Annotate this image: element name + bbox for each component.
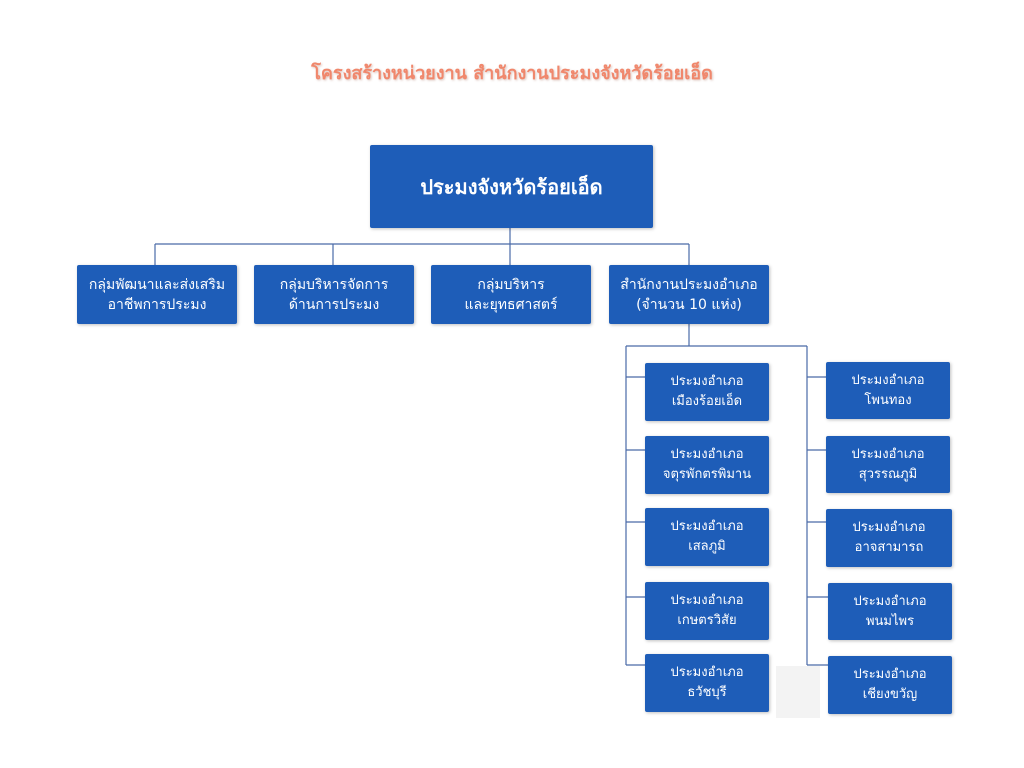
district-node: ประมงอำเภอ ธวัชบุรี [645, 654, 769, 712]
district-label-line2: อาจสามารถ [854, 540, 924, 555]
district-label-line1: ประมงอำเภอ [851, 446, 925, 462]
district-label-line1: ประมงอำเภอ [670, 374, 744, 389]
district-node: ประมงอำเภอ เสลภูมิ [645, 508, 769, 566]
group-label-line2: อาชีพการประมง [107, 296, 207, 313]
district-label-line2: เมืองร้อยเอ็ด [671, 394, 743, 409]
group-label-line2: และยุทธศาสตร์ [464, 296, 558, 313]
district-node: ประมงอำเภอ สุวรรณภูมิ [826, 436, 950, 493]
district-node: ประมงอำเภอ เชียงขวัญ [828, 656, 952, 714]
district-label-line1: ประมงอำเภอ [670, 519, 744, 534]
group-node-district-offices: สำนักงานประมงอำเภอ (จำนวน 10 แห่ง) [609, 265, 769, 324]
district-label-line1: ประมงอำเภอ [670, 665, 744, 680]
group-node-strategy: กลุ่มบริหาร และยุทธศาสตร์ [431, 265, 591, 324]
group-node-development: กลุ่มพัฒนาและส่งเสริม อาชีพการประมง [77, 265, 237, 324]
district-label-line2: เกษตรวิสัย [677, 613, 737, 628]
blank-placeholder [776, 666, 820, 718]
district-label-line2: ธวัชบุรี [687, 685, 727, 700]
group-node-management: กลุ่มบริหารจัดการ ด้านการประมง [254, 265, 414, 324]
district-label-line1: ประมงอำเภอ [852, 520, 926, 535]
district-node: ประมงอำเภอ จตุรพักตรพิมาน [645, 436, 769, 494]
group-label-line2: ด้านการประมง [288, 296, 380, 313]
district-node: ประมงอำเภอ เมืองร้อยเอ็ด [645, 363, 769, 421]
page-title: โครงสร้างหน่วยงาน สำนักงานประมงจังหวัดร้… [311, 63, 713, 84]
root-label: ประมงจังหวัดร้อยเอ็ด [420, 174, 603, 199]
district-label-line2: จตุรพักตรพิมาน [662, 467, 752, 482]
group-label-line2: (จำนวน 10 แห่ง) [636, 296, 742, 313]
district-node: ประมงอำเภอ อาจสามารถ [826, 509, 952, 567]
group-label-line1: กลุ่มบริหารจัดการ [279, 276, 389, 293]
district-label-line2: โพนทอง [864, 392, 912, 408]
district-node: ประมงอำเภอ พนมไพร [828, 583, 952, 640]
district-node: ประมงอำเภอ เกษตรวิสัย [645, 582, 769, 640]
district-label-line1: ประมงอำเภอ [670, 593, 744, 608]
district-label-line1: ประมงอำเภอ [853, 667, 927, 682]
group-label-line1: กลุ่มบริหาร [477, 276, 545, 293]
district-label-line1: ประมงอำเภอ [853, 593, 927, 609]
group-label-line1: กลุ่มพัฒนาและส่งเสริม [88, 276, 226, 293]
district-label-line2: สุวรรณภูมิ [858, 466, 918, 482]
district-label-line2: เชียงขวัญ [862, 687, 918, 702]
root-node: ประมงจังหวัดร้อยเอ็ด [370, 145, 653, 228]
district-label-line2: เสลภูมิ [688, 539, 726, 554]
district-label-line1: ประมงอำเภอ [670, 447, 744, 462]
district-label-line1: ประมงอำเภอ [851, 372, 925, 388]
group-label-line1: สำนักงานประมงอำเภอ [620, 276, 758, 293]
district-label-line2: พนมไพร [865, 613, 915, 629]
district-node: ประมงอำเภอ โพนทอง [826, 362, 950, 419]
